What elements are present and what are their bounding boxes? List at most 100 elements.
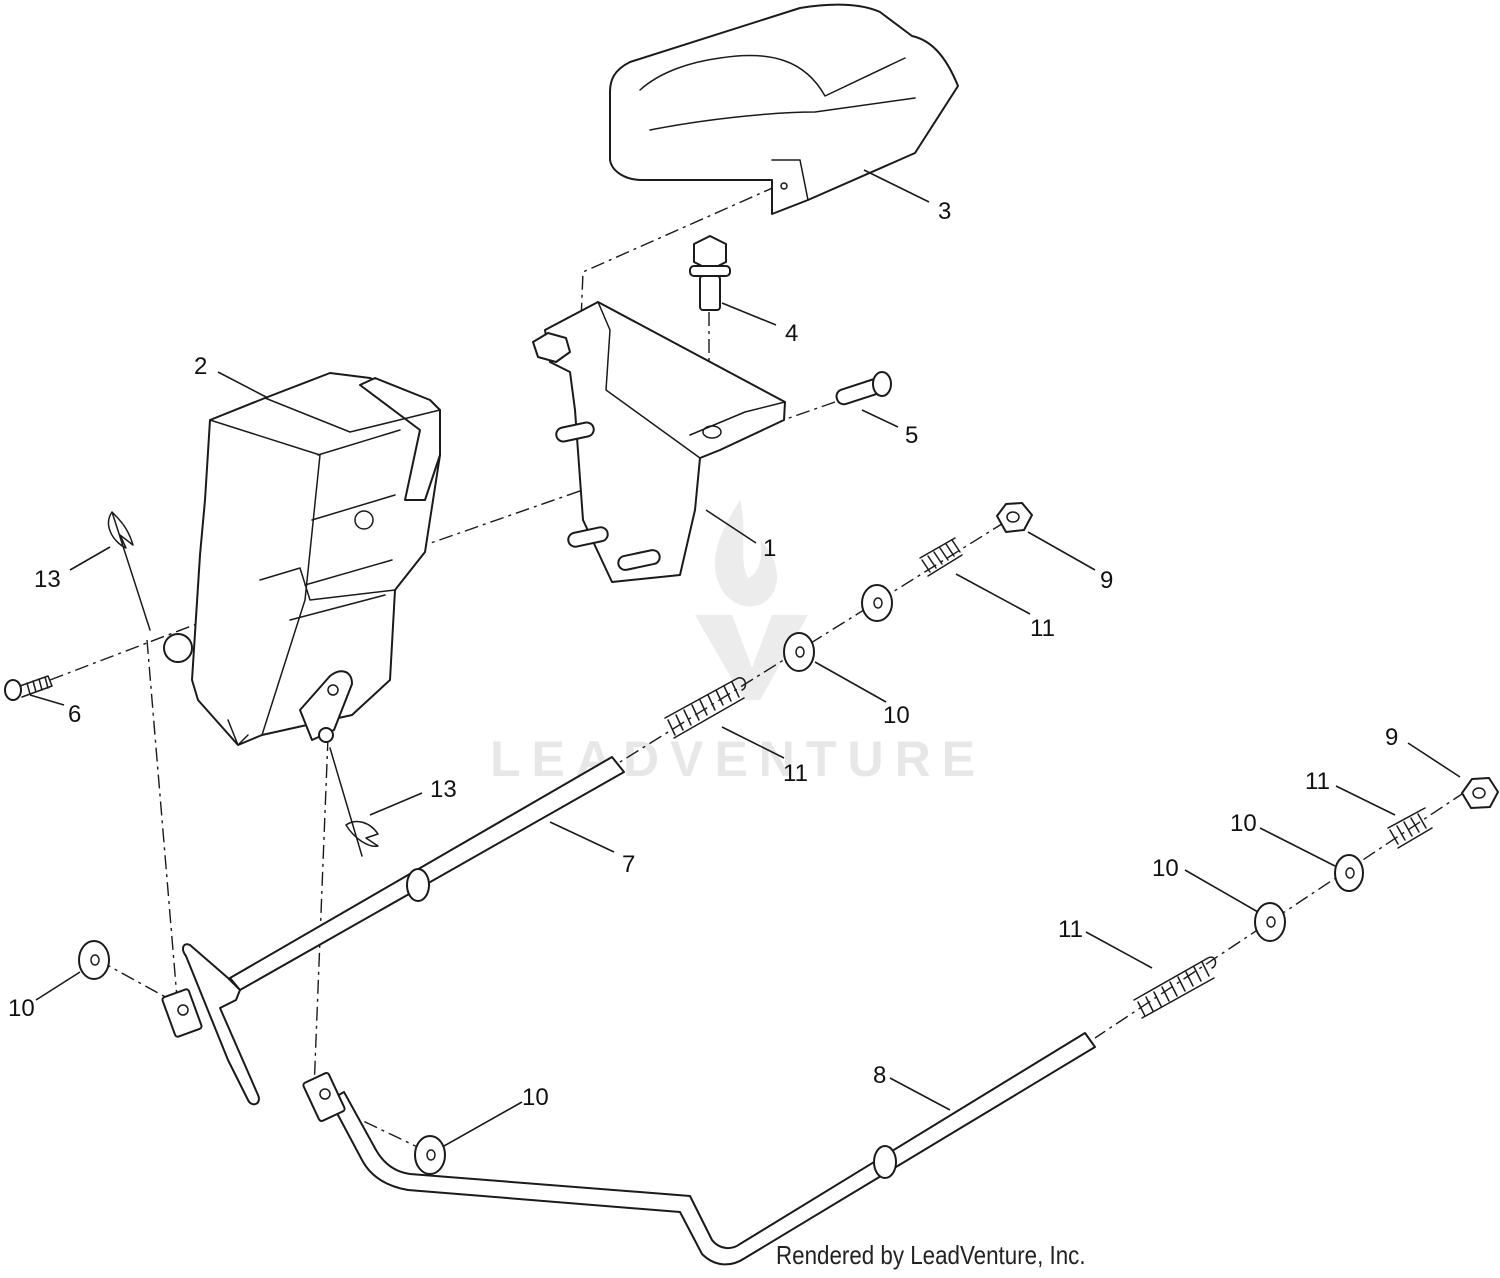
leader-13b <box>369 792 423 816</box>
washer-lower-1-hole <box>1345 867 1355 879</box>
callout-2: 2 <box>194 353 207 380</box>
leader-13a <box>69 546 111 571</box>
washer-bottom-hole <box>426 1149 436 1161</box>
callout-10-upper: 10 <box>883 702 910 729</box>
rod-upper <box>161 756 625 1106</box>
callout-9-lower: 9 <box>1385 724 1398 751</box>
leader-5 <box>861 409 899 428</box>
actuator-front-face <box>209 419 321 736</box>
washer-lower-2-outer <box>1254 902 1286 942</box>
nut-lower-hex <box>1461 777 1499 809</box>
leader-4 <box>721 302 777 326</box>
callout-4: 4 <box>785 320 798 347</box>
spring-long-upper <box>664 677 747 739</box>
bolt-shank <box>699 275 721 311</box>
callout-3: 3 <box>938 198 951 225</box>
callout-labels: 1 2 3 4 5 6 7 8 9 9 10 10 10 10 10 11 11… <box>8 198 1398 1111</box>
callout-5: 5 <box>905 422 918 449</box>
leader-7 <box>549 821 615 853</box>
actuator-motor-housing <box>359 377 441 501</box>
screw-head <box>4 679 22 701</box>
hairpin-clip-upper <box>107 511 151 631</box>
washer-upper-2 <box>783 632 815 672</box>
spring-short-lower <box>1387 807 1433 849</box>
actuator-main-body <box>191 372 441 746</box>
washer-bottom-outer <box>414 1135 446 1175</box>
hairpin-clip-upper-wire <box>107 511 151 631</box>
leader-1 <box>705 509 757 544</box>
rod-lower-bushing <box>873 1145 897 1179</box>
bracket-nut <box>532 332 571 363</box>
rod-upper-bushing <box>406 868 430 902</box>
bolt-flange <box>689 265 731 277</box>
spring-long-lower-coil <box>1133 956 1217 1019</box>
nut-upper <box>996 502 1033 533</box>
leader-10b <box>35 971 81 1001</box>
watermark-text: LEADVENTURE <box>490 731 986 787</box>
nut-upper-hex <box>996 502 1033 533</box>
cover-part <box>609 3 959 215</box>
washer-upper-1 <box>861 584 893 622</box>
callout-11-lower-short: 11 <box>1305 768 1330 795</box>
cover-top-panel <box>639 54 906 97</box>
rod-upper-bend <box>182 943 260 1106</box>
assembly-line-clip-left <box>146 639 179 1011</box>
callout-11-upper-short: 11 <box>1030 615 1055 642</box>
leader-10d <box>1259 827 1336 867</box>
pin-part <box>835 371 892 406</box>
callout-1: 1 <box>763 535 776 562</box>
leader-11d <box>1085 931 1153 969</box>
bracket-slot <box>702 425 722 439</box>
cover-tab <box>771 159 809 201</box>
callout-6: 6 <box>68 701 81 728</box>
callout-11-upper-long: 11 <box>783 760 808 787</box>
actuator-lower-block <box>259 567 396 621</box>
rod-lower-clevis <box>302 1072 346 1122</box>
callout-10-left: 10 <box>8 995 35 1022</box>
callout-leaders <box>29 169 1461 1147</box>
leader-10a <box>814 661 887 703</box>
leader-11b <box>721 726 785 759</box>
washer-left-hole <box>90 954 100 966</box>
leader-9b <box>1407 742 1461 778</box>
washer-lower-2 <box>1254 902 1286 942</box>
washer-upper-1-outer <box>861 584 893 622</box>
bracket-stud-lower-1 <box>567 526 609 548</box>
screw-thread <box>19 675 53 698</box>
nut-upper-bore <box>1006 511 1020 523</box>
render-credit: Rendered by LeadVenture, Inc. <box>776 1240 1086 1270</box>
hairpin-clip-lower-wire <box>329 747 379 857</box>
callout-8: 8 <box>873 1062 886 1089</box>
bracket-body <box>544 301 786 583</box>
spring-short-upper-coil <box>919 537 963 577</box>
bracket-tab <box>689 401 786 436</box>
callout-7: 7 <box>622 851 635 878</box>
rod-lower <box>302 1032 1096 1266</box>
bracket-part <box>532 301 786 583</box>
leader-3 <box>863 169 930 203</box>
cover-hole <box>780 182 788 190</box>
leader-9a <box>1027 531 1096 571</box>
rod-lower-clevis-hole <box>319 1088 331 1100</box>
hairpin-clip-lower <box>329 747 379 857</box>
callout-10-lower-1: 10 <box>1230 810 1257 837</box>
spring-long-upper-coil <box>664 677 747 739</box>
actuator-left-pivot <box>163 633 193 663</box>
actuator-mount-hole <box>354 510 374 530</box>
callout-11-lower-long: 11 <box>1058 916 1083 943</box>
actuator-top-edge <box>264 397 441 433</box>
leader-11a <box>955 573 1031 615</box>
watermark-v-logo <box>695 615 808 700</box>
washer-upper-2-hole <box>795 646 805 658</box>
leader-2 <box>217 371 269 399</box>
washer-bottom <box>414 1135 446 1175</box>
leader-10c <box>443 1101 523 1147</box>
assembly-line-washer-left <box>97 959 181 1006</box>
washer-left-outer <box>78 940 110 980</box>
washer-left <box>78 940 110 980</box>
actuator-lever-arm <box>299 670 353 741</box>
washer-lower-1 <box>1334 854 1364 892</box>
assembly-line-washer-bottom <box>339 1109 429 1153</box>
actuator-lever-pin <box>318 727 334 743</box>
bolt-head <box>693 235 727 271</box>
